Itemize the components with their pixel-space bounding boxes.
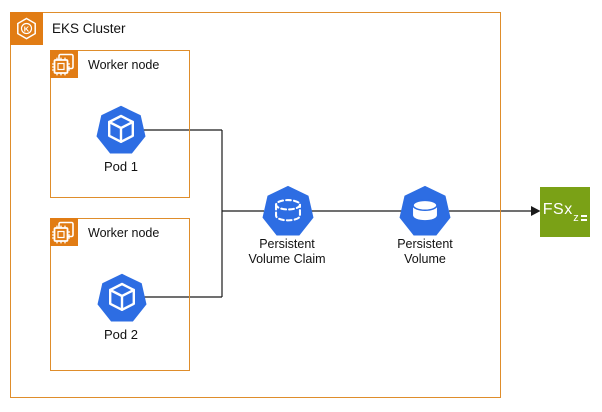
persistent-volume-claim-label: Persistent Volume Claim bbox=[248, 237, 326, 266]
pod-1-label: Pod 1 bbox=[104, 159, 138, 174]
pod-icon bbox=[96, 105, 146, 160]
eks-icon: K bbox=[10, 12, 43, 45]
eks-cluster-title: EKS Cluster bbox=[52, 21, 126, 36]
worker-node-2-box: Worker node Pod 2 bbox=[50, 218, 190, 371]
pod-icon bbox=[97, 273, 147, 328]
pod-2-label: Pod 2 bbox=[104, 327, 138, 342]
persistent-volume-claim-icon bbox=[262, 185, 314, 242]
fsx-label: FSx bbox=[542, 200, 573, 218]
persistent-volume-icon bbox=[399, 185, 451, 242]
worker-node-2-title: Worker node bbox=[88, 226, 160, 240]
worker-node-1-box: Worker node Pod 1 bbox=[50, 50, 190, 198]
fsx-openzfs-icon: FSx z bbox=[540, 187, 590, 237]
eks-cluster-box: K EKS Cluster bbox=[10, 12, 501, 398]
fsx-z-label: z bbox=[573, 211, 580, 224]
fsx-bars-icon bbox=[581, 214, 588, 221]
persistent-volume-label: Persistent Volume bbox=[397, 237, 453, 266]
arrowhead-right-icon bbox=[531, 206, 541, 216]
worker-node-1-title: Worker node bbox=[88, 58, 160, 72]
svg-text:K: K bbox=[24, 24, 30, 33]
compute-chip-icon bbox=[50, 50, 78, 78]
compute-chip-icon bbox=[50, 218, 78, 246]
